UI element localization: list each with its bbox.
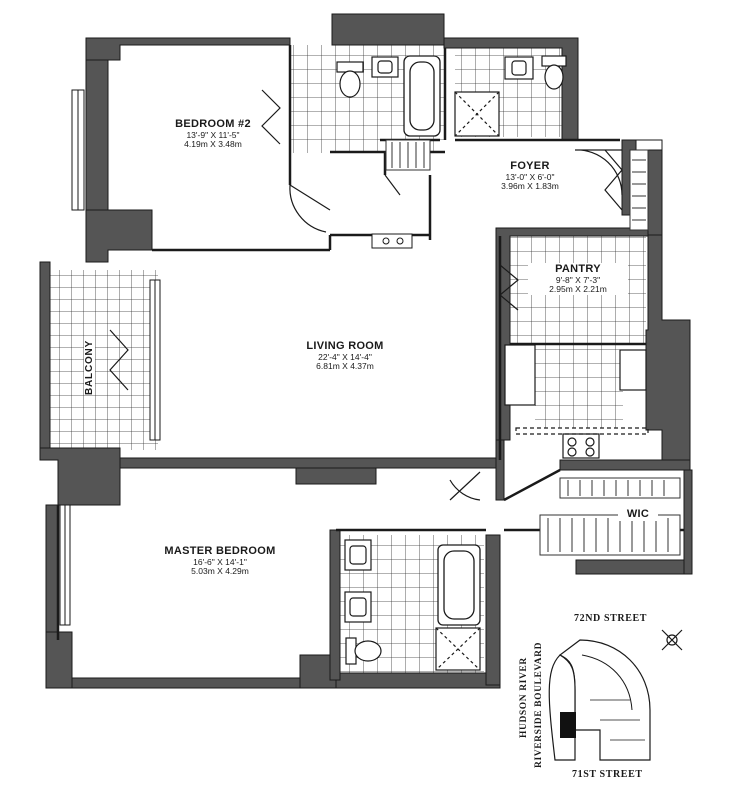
- toilet-icon: [336, 55, 567, 665]
- master-dim-ft: 16'-6" X 14'-1": [193, 556, 247, 567]
- shower-icon: [435, 91, 500, 671]
- pantry-name: PANTRY: [555, 263, 601, 275]
- living-name: LIVING ROOM: [306, 340, 384, 352]
- bedroom2-dim-m: 4.19m X 3.48m: [184, 139, 242, 150]
- west-label-boulevard: RIVERSIDE BOULEVARD: [534, 641, 544, 768]
- foyer-dim-ft: 13'-0" X 6'-0": [505, 171, 555, 182]
- master-label: MASTER BEDROOM 16'-6" X 14'-1" 5.03m X 4…: [158, 545, 282, 577]
- stove-icon: [515, 349, 649, 459]
- pantry-dim-m: 2.95m X 2.21m: [549, 284, 607, 295]
- north-street-label: 72ND STREET: [574, 613, 648, 624]
- windows: [59, 89, 161, 626]
- master-name: MASTER BEDROOM: [164, 545, 276, 557]
- wic-name: WIC: [626, 508, 650, 520]
- walls: [39, 13, 693, 689]
- bedroom2-label: BEDROOM #2 13'-9" X 11'-5" 4.19m X 3.48m: [158, 118, 268, 150]
- appliance: [371, 233, 413, 249]
- compass-icon: [661, 629, 683, 651]
- balcony-label: BALCONY: [84, 339, 95, 395]
- key-plan: [548, 639, 651, 761]
- sink-icon: [344, 56, 536, 623]
- south-street-label: 71ST STREET: [572, 769, 643, 780]
- bedroom2-name: BEDROOM #2: [175, 118, 251, 130]
- master-dim-m: 5.03m X 4.29m: [191, 566, 249, 577]
- foyer-dim-m: 3.96m X 1.83m: [501, 181, 559, 192]
- wic-label: WIC: [618, 508, 658, 521]
- foyer-label: FOYER 13'-0" X 6'-0" 3.96m X 1.83m: [478, 160, 582, 192]
- unit-highlight: [560, 712, 576, 738]
- partitions: [56, 45, 684, 640]
- foyer-name: FOYER: [510, 160, 550, 172]
- bathtub-icon: [403, 55, 481, 626]
- bedroom2-dim-ft: 13'-9" X 11'-5": [186, 129, 240, 140]
- pantry-dim-ft: 9'-8" X 7'-3": [555, 274, 601, 285]
- closets: [385, 139, 681, 556]
- living-dim-m: 6.81m X 4.37m: [316, 361, 374, 372]
- west-label-river: HUDSON RIVER: [519, 657, 529, 738]
- pantry-label: PANTRY 9'-8" X 7'-3" 2.95m X 2.21m: [528, 263, 628, 296]
- living-label: LIVING ROOM 22'-4" X 14'-4" 6.81m X 4.37…: [290, 340, 400, 372]
- doors: [109, 89, 623, 501]
- living-dim-ft: 22'-4" X 14'-4": [318, 351, 372, 362]
